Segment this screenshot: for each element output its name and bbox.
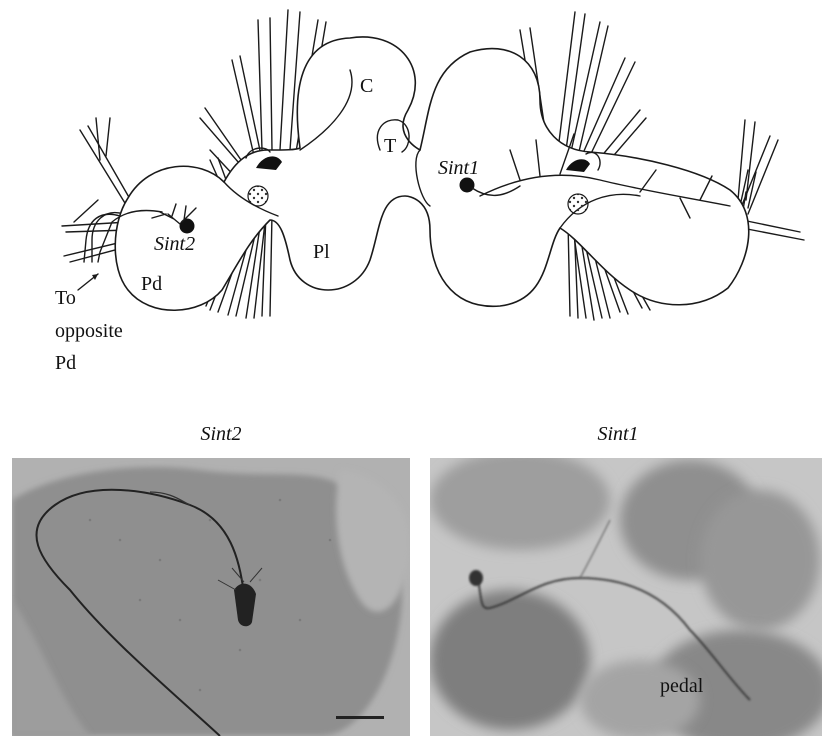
right-statocyst	[568, 194, 588, 214]
sint1-soma-stained	[469, 570, 483, 586]
label-c: C	[360, 75, 373, 97]
left-statocyst	[248, 186, 268, 206]
label-pd-bottom: Pd	[55, 352, 76, 374]
label-pl: Pl	[313, 241, 330, 263]
scale-bar	[336, 716, 384, 719]
micrograph-title-left: Sint2	[200, 423, 241, 445]
sint2-soma	[180, 219, 195, 234]
label-pedal: pedal	[660, 675, 704, 697]
label-pd: Pd	[141, 273, 162, 295]
label-to: To	[55, 287, 76, 309]
micrograph-sint1: pedal	[430, 450, 822, 736]
label-opposite: opposite	[55, 320, 123, 342]
label-t: T	[384, 135, 396, 157]
label-sint2: Sint2	[154, 233, 195, 255]
micrograph-sint2	[12, 458, 410, 736]
sint1-soma	[460, 178, 475, 193]
ganglion-diagram: C T Sint1 Sint2 Pl Pd To opposite Pd	[55, 10, 804, 374]
micrograph-title-right: Sint1	[597, 423, 638, 445]
label-sint1: Sint1	[438, 157, 479, 179]
